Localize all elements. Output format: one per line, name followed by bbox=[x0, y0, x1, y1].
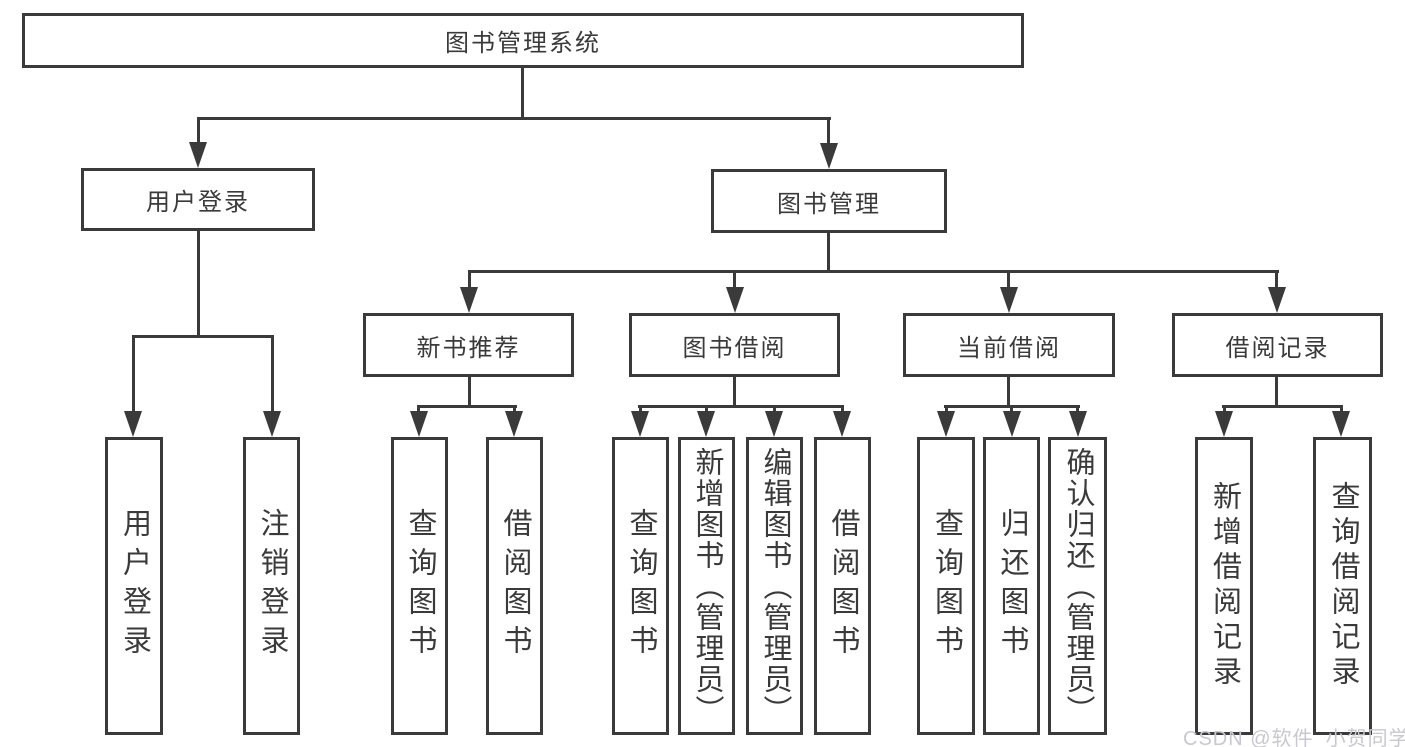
connector-line bbox=[638, 405, 844, 408]
node-borrow-records: 借阅记录 bbox=[1172, 313, 1383, 377]
connector-line bbox=[733, 377, 736, 408]
node-borrow-records-label: 借阅记录 bbox=[1225, 334, 1330, 362]
leaf-user-login: 用户登录 bbox=[105, 437, 163, 735]
arrowhead bbox=[765, 411, 783, 437]
leaf-edit-book-admin: 编辑图书（管理员） bbox=[746, 437, 803, 735]
arrowhead bbox=[697, 411, 715, 437]
leaf-add-borrow-record-label: 新增借阅记录 bbox=[1208, 481, 1241, 691]
leaf-return-book: 归还图书 bbox=[983, 437, 1040, 735]
leaf-confirm-return-admin-label: 确认归还（管理员） bbox=[1062, 446, 1094, 726]
arrowhead bbox=[1069, 411, 1087, 437]
arrowhead bbox=[1215, 411, 1233, 437]
connector-line bbox=[132, 335, 135, 414]
arrowhead bbox=[189, 142, 207, 168]
leaf-borrowing-query-books-label: 查询图书 bbox=[625, 508, 657, 664]
leaf-add-book-admin-label: 新增图书（管理员） bbox=[691, 446, 723, 726]
connector-line bbox=[733, 270, 736, 290]
node-root: 图书管理系统 bbox=[22, 13, 1024, 68]
node-user-login: 用户登录 bbox=[81, 168, 315, 231]
connector-line bbox=[1275, 270, 1278, 290]
connector-line bbox=[1275, 377, 1278, 408]
connector-line bbox=[271, 335, 274, 414]
connector-line bbox=[521, 65, 524, 120]
leaf-logout: 注销登录 bbox=[243, 437, 300, 735]
arrowhead bbox=[937, 411, 955, 437]
leaf-current-query-books-label: 查询图书 bbox=[930, 508, 963, 664]
leaf-user-login-label: 用户登录 bbox=[118, 508, 151, 664]
arrowhead bbox=[505, 411, 523, 437]
connector-line bbox=[705, 405, 708, 415]
arrowhead bbox=[726, 287, 744, 313]
connector-line bbox=[513, 405, 516, 415]
leaf-recommend-borrow-books-label: 借阅图书 bbox=[499, 508, 531, 664]
connector-line bbox=[468, 270, 471, 290]
leaf-current-query-books: 查询图书 bbox=[917, 437, 975, 735]
connector-line bbox=[827, 233, 830, 273]
connector-line bbox=[1007, 270, 1010, 290]
connector-line bbox=[468, 270, 1279, 273]
leaf-borrowing-query-books: 查询图书 bbox=[612, 437, 669, 735]
leaf-query-borrow-record: 查询借阅记录 bbox=[1313, 437, 1372, 735]
node-book-borrowing: 图书借阅 bbox=[629, 313, 840, 377]
node-user-login-label: 用户登录 bbox=[146, 189, 250, 216]
connector-line bbox=[132, 335, 274, 338]
connector-line bbox=[945, 405, 948, 415]
arrowhead bbox=[124, 411, 142, 437]
arrowhead bbox=[833, 411, 851, 437]
leaf-edit-book-admin-label: 编辑图书（管理员） bbox=[759, 446, 791, 726]
connector-line bbox=[1340, 405, 1343, 415]
leaf-add-book-admin: 新增图书（管理员） bbox=[678, 437, 735, 735]
node-current-borrowing-label: 当前借阅 bbox=[957, 334, 1061, 362]
arrowhead bbox=[263, 411, 281, 437]
connector-line bbox=[841, 405, 844, 415]
connector-line bbox=[1007, 377, 1010, 408]
leaf-return-book-label: 归还图书 bbox=[996, 508, 1028, 664]
connector-line bbox=[468, 377, 471, 408]
arrowhead bbox=[1332, 411, 1350, 437]
node-new-book-recommend: 新书推荐 bbox=[363, 313, 574, 377]
connector-line bbox=[417, 405, 420, 415]
connector-line bbox=[1076, 405, 1079, 415]
connector-line bbox=[197, 117, 831, 120]
leaf-add-borrow-record: 新增借阅记录 bbox=[1195, 437, 1253, 735]
arrowhead bbox=[1003, 411, 1021, 437]
connector-line bbox=[1222, 405, 1343, 408]
arrowhead bbox=[410, 411, 428, 437]
leaf-recommend-borrow-books: 借阅图书 bbox=[486, 437, 543, 735]
leaf-borrowing-borrow-books-label: 借阅图书 bbox=[827, 508, 859, 664]
arrowhead bbox=[1000, 287, 1018, 313]
leaf-borrowing-borrow-books: 借阅图书 bbox=[814, 437, 871, 735]
leaf-logout-label: 注销登录 bbox=[256, 508, 288, 664]
leaf-confirm-return-admin: 确认归还（管理员） bbox=[1048, 437, 1107, 735]
arrowhead bbox=[820, 143, 838, 169]
node-new-book-recommend-label: 新书推荐 bbox=[416, 334, 521, 362]
connector-line bbox=[1223, 405, 1226, 415]
connector-line bbox=[197, 117, 200, 145]
watermark: CSDN @软件_小贺同学 bbox=[1183, 728, 1405, 747]
arrowhead bbox=[631, 411, 649, 437]
leaf-recommend-query-books-label: 查询图书 bbox=[404, 508, 436, 664]
leaf-query-borrow-record-label: 查询借阅记录 bbox=[1327, 481, 1359, 691]
connector-line bbox=[417, 405, 517, 408]
node-book-management: 图书管理 bbox=[711, 169, 947, 233]
connector-line bbox=[1010, 405, 1013, 415]
leaf-recommend-query-books: 查询图书 bbox=[391, 437, 448, 735]
node-root-label: 图书管理系统 bbox=[445, 30, 601, 57]
connector-line bbox=[827, 117, 830, 145]
connector-line bbox=[639, 405, 642, 415]
node-book-management-label: 图书管理 bbox=[777, 190, 881, 218]
connector-line bbox=[197, 231, 200, 338]
node-current-borrowing: 当前借阅 bbox=[903, 313, 1115, 377]
arrowhead bbox=[460, 287, 478, 313]
arrowhead bbox=[1268, 287, 1286, 313]
connector-line bbox=[773, 405, 776, 415]
node-book-borrowing-label: 图书借阅 bbox=[682, 334, 787, 362]
